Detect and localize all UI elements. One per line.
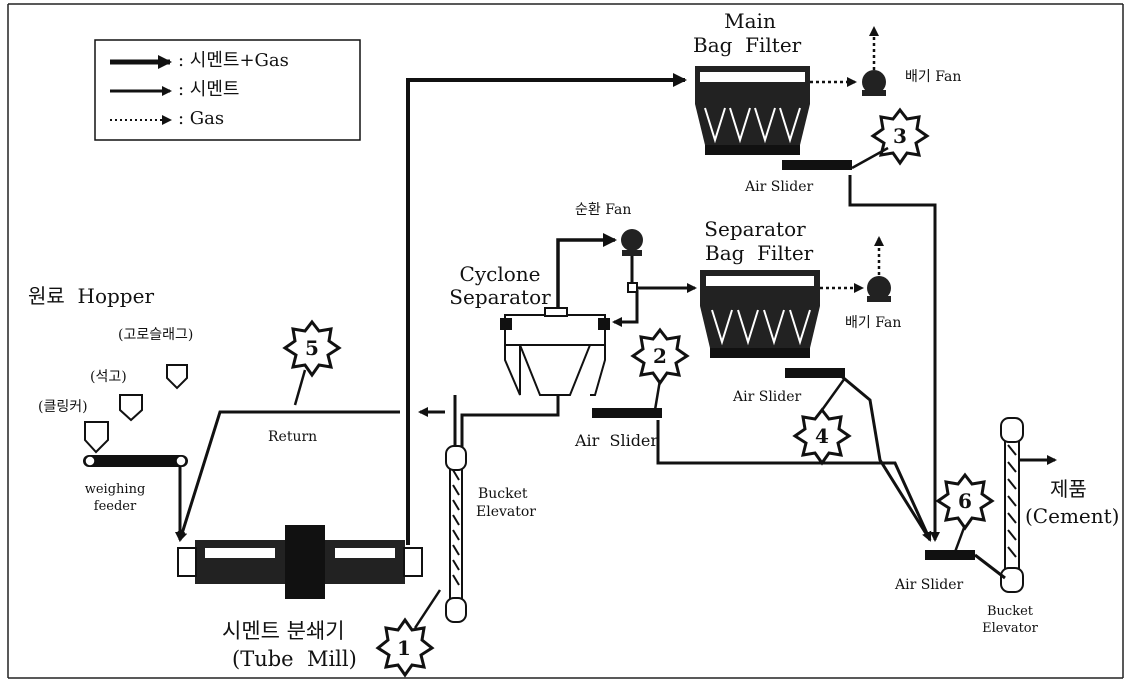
bucket-elevator-1 bbox=[445, 445, 467, 623]
air-slider-2 bbox=[592, 408, 662, 418]
sep-exhaust-fan-label: 배기 Fan bbox=[845, 315, 902, 331]
flow-cyclone-to-return bbox=[460, 385, 560, 455]
tube-mill-label-1: 시멘트 분쇄기 bbox=[222, 619, 345, 643]
marker-1-label: 1 bbox=[397, 636, 411, 660]
flow-cyclone-to-circ-fan bbox=[556, 233, 617, 315]
weighing-feeder bbox=[83, 455, 188, 467]
main-bag-filter-label-2: Bag Filter bbox=[693, 33, 802, 57]
cyclone-label-1: Cyclone bbox=[459, 262, 541, 286]
main-exhaust-fan-label: 배기 Fan bbox=[905, 69, 962, 85]
tube-mill-label-2: (Tube Mill) bbox=[232, 647, 357, 671]
cyclone-separator bbox=[500, 307, 610, 396]
circulation-fan-label: 순환 Fan bbox=[575, 202, 632, 218]
separator-bag-filter bbox=[700, 270, 820, 358]
tube-mill bbox=[177, 525, 423, 599]
main-exhaust-fan bbox=[862, 70, 886, 96]
main-bag-filter-label-1: Main bbox=[724, 9, 776, 33]
legend-box bbox=[94, 39, 361, 141]
air-slider-2-label: Air Slider bbox=[575, 431, 659, 450]
bucket-elevator-1-label-1: Bucket bbox=[478, 486, 528, 502]
flow-product-out bbox=[1012, 440, 1057, 465]
marker-1 bbox=[375, 589, 442, 678]
sep-bag-filter-label-2: Bag Filter bbox=[705, 241, 814, 265]
marker-4 bbox=[792, 377, 852, 466]
marker-5-label: 5 bbox=[305, 336, 319, 360]
cyclone-label-2: Separator bbox=[449, 285, 551, 309]
flow-circ-fan-to-sep-bag bbox=[630, 255, 697, 293]
marker-5 bbox=[282, 319, 342, 406]
circulation-fan bbox=[621, 229, 643, 293]
flow-mill-to-main-bag-filter bbox=[406, 73, 687, 545]
flow-return-line bbox=[177, 410, 400, 542]
hopper-label: 원료 Hopper bbox=[28, 284, 154, 308]
bucket-elevator-1-label-2: Elevator bbox=[476, 504, 536, 520]
weighing-feeder-label-2: feeder bbox=[93, 499, 137, 514]
bucket-elevator-2 bbox=[1000, 417, 1024, 593]
legend-item-cement: : 시멘트 bbox=[178, 79, 240, 100]
marker-2-label: 2 bbox=[653, 344, 667, 368]
bucket-elevator-2-label-1: Bucket bbox=[986, 604, 1033, 619]
product-label-2: (Cement) bbox=[1025, 504, 1120, 528]
product-label-1: 제품 bbox=[1050, 477, 1087, 501]
marker-3 bbox=[851, 107, 930, 170]
legend-item-gas: : Gas bbox=[178, 108, 225, 129]
product-air-slider-label: Air Slider bbox=[895, 577, 964, 593]
legend-item-cement-gas: : 시멘트+Gas bbox=[178, 50, 289, 71]
hopper-slag bbox=[166, 364, 188, 390]
main-air-slider bbox=[782, 160, 852, 170]
hopper-gypsum-label: (석고) bbox=[90, 369, 127, 385]
separator-air-slider bbox=[785, 368, 845, 378]
flow-slider2-to-product bbox=[656, 420, 932, 542]
marker-3-label: 3 bbox=[893, 124, 907, 148]
main-air-slider-label: Air Slider bbox=[745, 179, 814, 195]
marker-6 bbox=[935, 472, 995, 553]
marker-2 bbox=[630, 327, 690, 411]
bucket-elevator-2-label-2: Elevator bbox=[982, 621, 1038, 636]
marker-6-label: 6 bbox=[958, 489, 972, 513]
main-bag-filter bbox=[695, 66, 810, 155]
hopper-clinker-label: (클링커) bbox=[38, 399, 88, 415]
product-air-slider bbox=[925, 550, 1006, 580]
flow-recirc-to-cyclone bbox=[612, 290, 639, 327]
flow-main-slider-to-product bbox=[848, 175, 940, 542]
weighing-feeder-label-1: weighing bbox=[84, 482, 146, 497]
marker-4-label: 4 bbox=[815, 424, 829, 448]
separator-exhaust-fan bbox=[867, 276, 891, 302]
hopper-clinker bbox=[84, 421, 109, 454]
flow-sep-slider-to-product bbox=[839, 373, 932, 541]
sep-air-slider-label: Air Slider bbox=[733, 389, 802, 405]
return-label: Return bbox=[268, 429, 318, 445]
hopper-slag-label: (고로슬래그) bbox=[118, 327, 194, 343]
sep-bag-filter-label-1: Separator bbox=[704, 217, 806, 241]
hopper-gypsum bbox=[119, 394, 143, 422]
